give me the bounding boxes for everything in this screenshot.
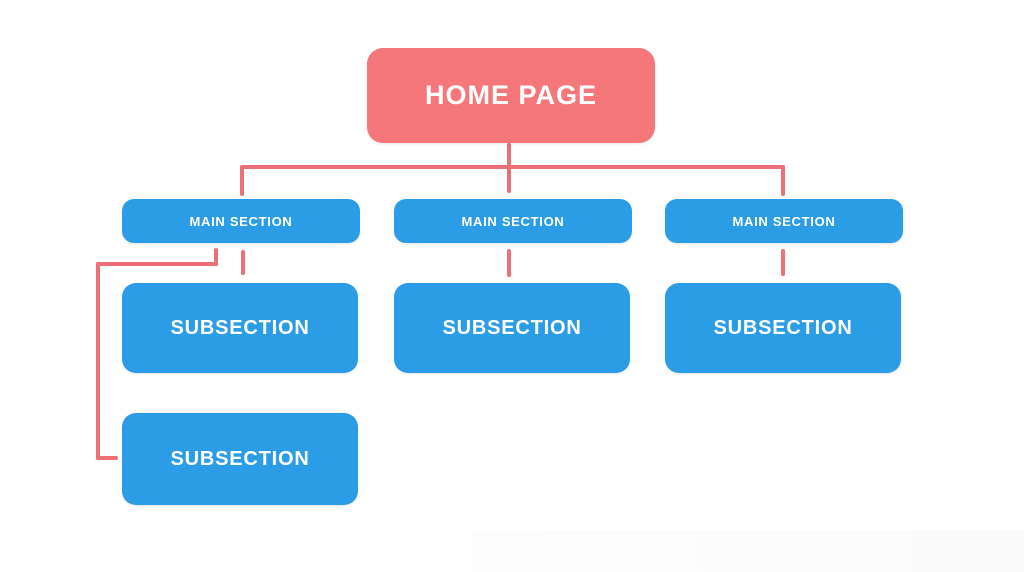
- main-section-node-3: MAIN SECTION: [665, 199, 903, 243]
- main-section-node-2: MAIN SECTION: [394, 199, 632, 243]
- background-shade: [340, 530, 1024, 572]
- main-section-node-1: MAIN SECTION: [122, 199, 360, 243]
- subsection-label-3: SUBSECTION: [713, 316, 853, 339]
- subsection-node-4: SUBSECTION: [122, 413, 358, 505]
- connector-l-horizontal-bottom: [96, 456, 118, 460]
- subsection-node-3: SUBSECTION: [665, 283, 901, 373]
- connector-l-horizontal-top: [96, 262, 218, 266]
- subsection-label-1: SUBSECTION: [170, 316, 310, 339]
- connector-main2-sub2: [507, 249, 511, 277]
- connector-drop-left: [240, 165, 244, 196]
- home-page-node: HOME PAGE: [367, 48, 655, 143]
- main-section-label-2: MAIN SECTION: [461, 213, 565, 229]
- main-section-label-1: MAIN SECTION: [189, 213, 293, 229]
- subsection-node-2: SUBSECTION: [394, 283, 630, 373]
- subsection-label-2: SUBSECTION: [442, 316, 582, 339]
- subsection-node-1: SUBSECTION: [122, 283, 358, 373]
- main-section-label-3: MAIN SECTION: [732, 213, 836, 229]
- home-page-label: HOME PAGE: [424, 80, 597, 110]
- subsection-label-4: SUBSECTION: [170, 447, 310, 470]
- connector-l-vertical: [96, 262, 100, 460]
- connector-l-stub-down: [214, 248, 218, 266]
- connector-top-horizontal: [240, 165, 785, 169]
- connector-main3-sub3: [781, 249, 785, 276]
- connector-main1-sub1: [241, 250, 245, 275]
- connector-drop-right: [781, 165, 785, 196]
